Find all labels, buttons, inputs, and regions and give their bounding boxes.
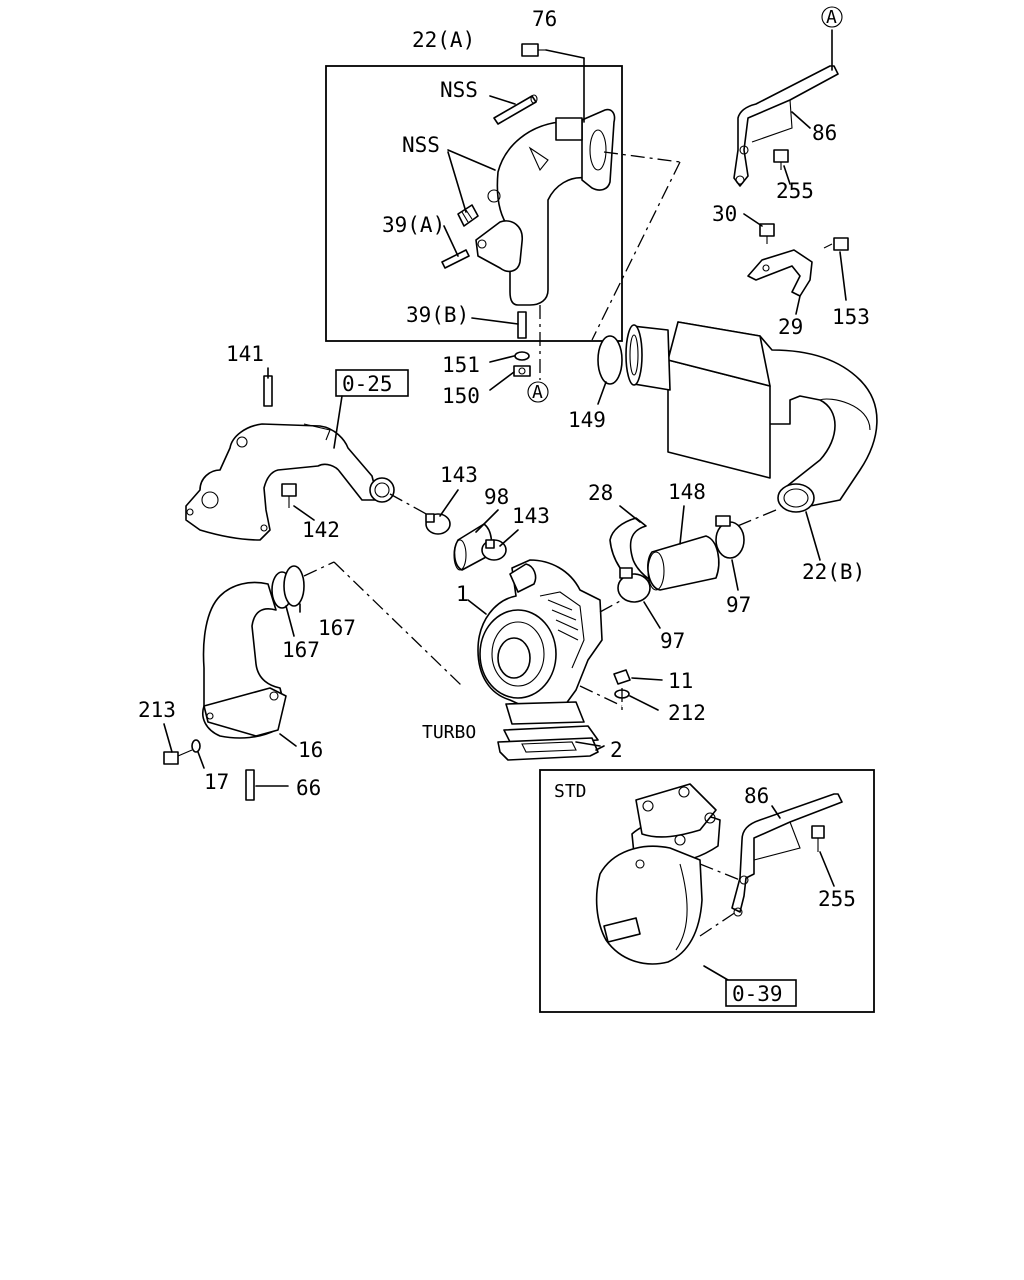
bolt-76[interactable]	[521, 43, 546, 57]
turbo-flange-gasket-2[interactable]	[497, 725, 599, 761]
label-153: 153	[832, 305, 870, 329]
label-39a: 39(A)	[382, 213, 445, 237]
bolt-213[interactable]	[163, 749, 193, 765]
bracket-29[interactable]	[747, 249, 813, 297]
bolt-153[interactable]	[823, 237, 849, 251]
label-76: 76	[532, 7, 557, 31]
label-151: 151	[442, 353, 480, 377]
label-0-25: 0-25	[342, 372, 393, 396]
nut-11[interactable]	[613, 669, 631, 685]
label-143-lower: 143	[512, 504, 550, 528]
exhaust-manifold-22a[interactable]	[475, 108, 616, 306]
label-17: 17	[204, 770, 229, 794]
stud-39b[interactable]	[517, 311, 527, 339]
label-86-upper: 86	[812, 121, 837, 145]
callout-a-circle-top	[821, 6, 843, 28]
label-86-lower: 86	[744, 784, 769, 808]
label-29: 29	[778, 315, 803, 339]
label-149: 149	[568, 408, 606, 432]
nut-150[interactable]	[513, 365, 531, 377]
bracket-86-upper[interactable]	[733, 65, 839, 187]
inlet-pipe-0-25[interactable]	[185, 423, 395, 541]
label-std: STD	[554, 781, 587, 802]
stud-141[interactable]	[263, 375, 273, 407]
callout-a-circle-bottom	[527, 381, 549, 403]
label-97-upper: 97	[726, 593, 751, 617]
clamp-97-upper[interactable]	[715, 515, 745, 559]
label-1: 1	[456, 582, 469, 606]
bolt-142[interactable]	[281, 483, 297, 508]
label-97-lower: 97	[660, 629, 685, 653]
label-213: 213	[138, 698, 176, 722]
label-16: 16	[298, 738, 323, 762]
nss-plug[interactable]	[457, 204, 479, 227]
label-nss-lower: NSS	[402, 133, 440, 157]
label-142: 142	[302, 518, 340, 542]
bolt-255-lower[interactable]	[811, 825, 825, 852]
nss-stud-upper[interactable]	[493, 94, 538, 125]
label-nss-upper: NSS	[440, 78, 478, 102]
label-98: 98	[484, 485, 509, 509]
label-a-bottom: A	[532, 382, 543, 403]
reference-box-0-39[interactable]	[725, 979, 797, 1007]
label-0-39: 0-39	[732, 982, 783, 1006]
label-39b: 39(B)	[406, 303, 469, 327]
stud-66[interactable]	[245, 769, 255, 801]
manifold-group-box	[325, 65, 623, 342]
label-143-upper: 143	[440, 463, 478, 487]
stud-39a[interactable]	[441, 249, 470, 269]
label-22b: 22(B)	[802, 560, 865, 584]
bolt-30[interactable]	[759, 223, 775, 244]
std-group-box	[539, 769, 875, 1013]
label-167-lower: 167	[282, 638, 320, 662]
bolt-255-upper[interactable]	[773, 149, 789, 170]
label-148: 148	[668, 480, 706, 504]
label-11: 11	[668, 669, 693, 693]
label-28: 28	[588, 481, 613, 505]
label-66: 66	[296, 776, 321, 800]
label-a-top: A	[826, 7, 837, 28]
gasket-149[interactable]	[597, 335, 623, 385]
bracket-86-lower[interactable]	[731, 793, 843, 917]
label-212: 212	[668, 701, 706, 725]
clamp-97-lower[interactable]	[617, 567, 651, 603]
air-compressor-0-39[interactable]	[595, 783, 721, 965]
washer-151[interactable]	[514, 351, 530, 361]
reference-box-0-25[interactable]	[335, 369, 409, 397]
label-2: 2	[610, 738, 623, 762]
clamp-143-upper[interactable]	[425, 513, 451, 535]
label-255-upper: 255	[776, 179, 814, 203]
label-141: 141	[226, 342, 264, 366]
label-150: 150	[442, 384, 480, 408]
label-255-lower: 255	[818, 887, 856, 911]
label-22a: 22(A)	[412, 28, 475, 52]
label-167-upper: 167	[318, 616, 356, 640]
washer-17[interactable]	[191, 739, 201, 753]
turbocharger-1[interactable]	[477, 559, 603, 725]
hose-148[interactable]	[647, 535, 720, 591]
label-30: 30	[712, 202, 737, 226]
pipe-22b[interactable]	[625, 321, 878, 513]
label-turbo: TURBO	[422, 722, 476, 743]
exhaust-pipe-16[interactable]	[202, 565, 305, 739]
